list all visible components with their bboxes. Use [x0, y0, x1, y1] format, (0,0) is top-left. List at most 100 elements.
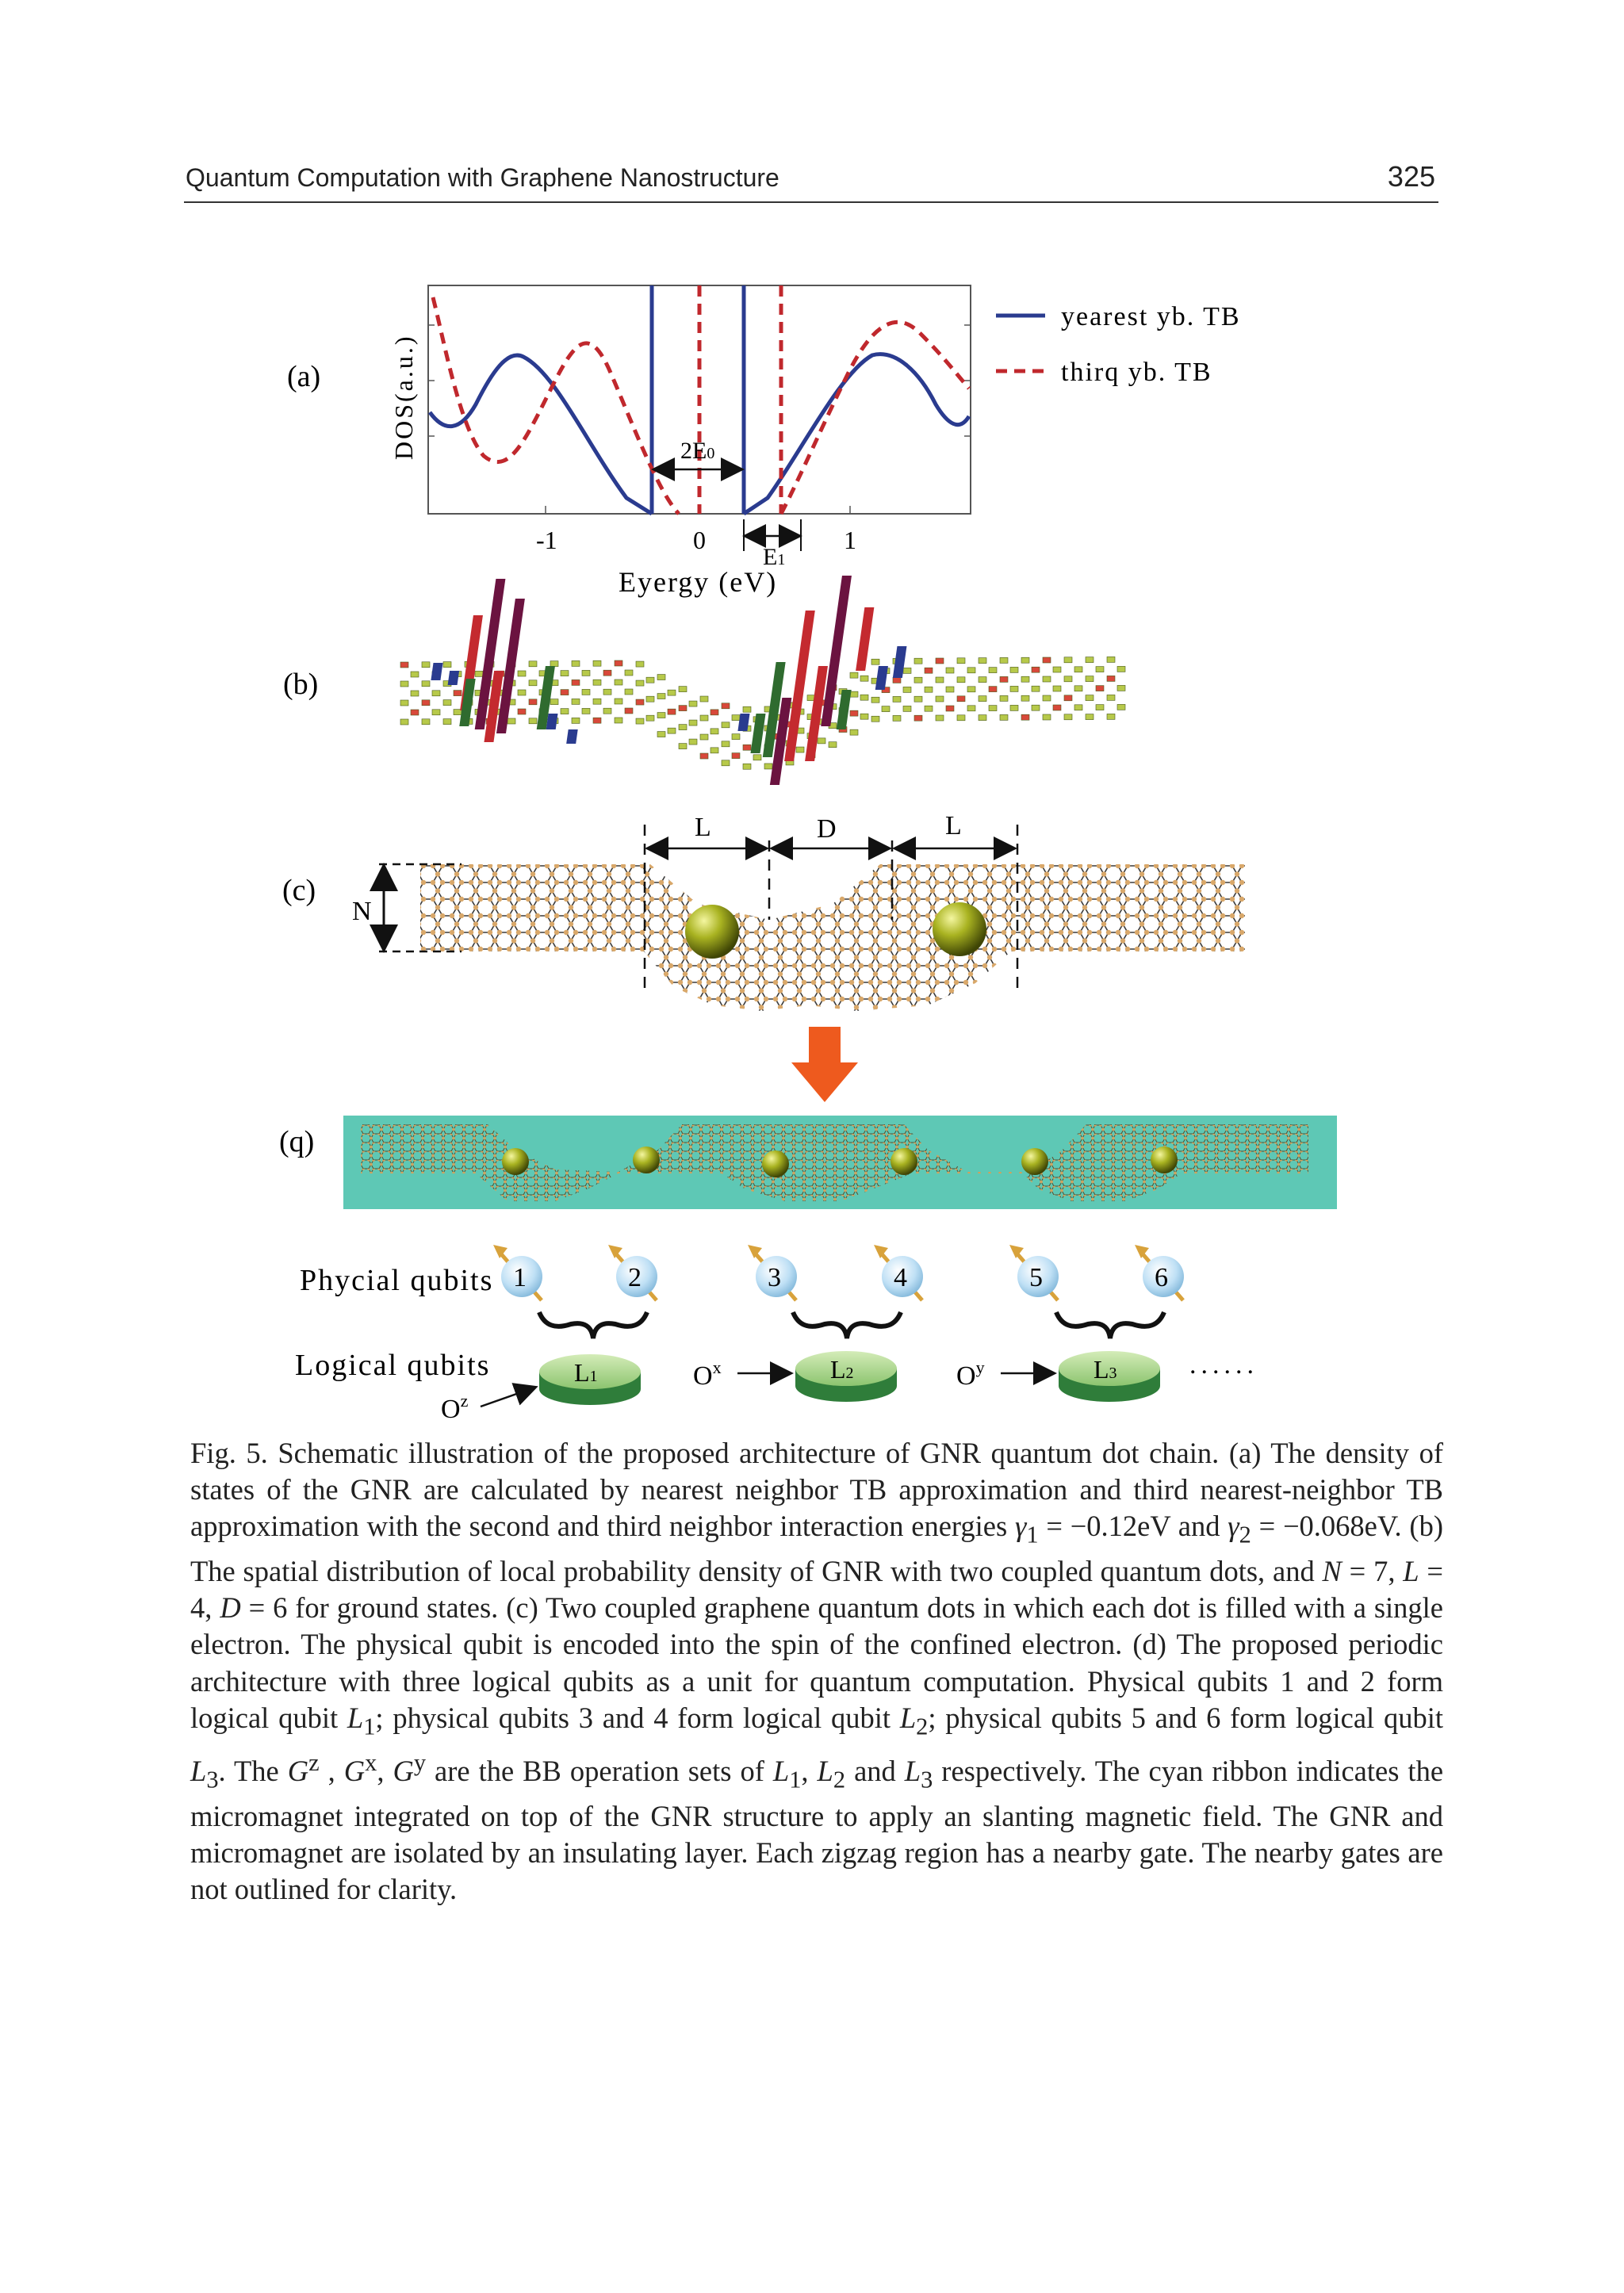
operation-z-arrow	[480, 1383, 538, 1408]
lattice-site	[667, 708, 676, 715]
gap-2e0-label: 2E0	[680, 438, 714, 464]
lattice-site	[592, 717, 602, 724]
lattice-site	[699, 733, 709, 741]
density-bar	[459, 679, 476, 726]
density-bar	[750, 714, 766, 753]
legend-label-nearest: yearest yb. TB	[1061, 302, 1241, 331]
lattice-site	[795, 746, 805, 753]
x-tick-1: 1	[844, 526, 856, 554]
lattice-site	[924, 667, 933, 674]
density-bar	[546, 714, 558, 729]
lattice-site	[892, 715, 902, 722]
lattice-site	[988, 686, 998, 692]
lattice-site	[945, 686, 955, 693]
density-bar	[496, 599, 525, 733]
page-header: Quantum Computation with Graphene Nanost…	[184, 160, 1438, 203]
lattice-site	[1052, 704, 1062, 711]
lattice-site	[1063, 714, 1073, 721]
lattice-site	[1106, 695, 1116, 701]
transition-arrow	[791, 1027, 858, 1102]
logical-qubit-1: L1	[539, 1354, 641, 1405]
density-bars	[431, 576, 907, 785]
lattice-site	[592, 660, 602, 667]
panel-label-a: (a)	[287, 360, 320, 393]
lattice-site	[902, 706, 912, 712]
dos-chart: 2E0 E1 -1 0 1 Eyergy (eV) DOS(a.u.) year…	[389, 285, 1241, 598]
lattice-site	[1042, 657, 1051, 664]
lattice-site	[635, 679, 645, 687]
electron-dot-right	[933, 902, 986, 956]
lattice-site	[1116, 704, 1126, 710]
series-third-curve	[431, 297, 971, 515]
lattice-site	[442, 661, 452, 668]
lattice-site	[453, 690, 462, 696]
chain-dot-1	[502, 1148, 529, 1175]
logical-qubit-3: L3	[1059, 1351, 1160, 1402]
chain-dot-6	[1151, 1146, 1178, 1173]
density-bar	[875, 666, 888, 690]
lattice-site	[710, 709, 719, 716]
dim-l-left-label: L	[695, 813, 711, 842]
lattice-site	[1031, 704, 1040, 711]
lattice-site	[431, 690, 441, 697]
lattice-site	[581, 708, 591, 714]
lattice-site	[431, 709, 441, 716]
probability-density-plot	[400, 576, 1126, 785]
lattice-site	[731, 714, 741, 721]
electron-dot-left	[685, 905, 739, 959]
lattice-site	[400, 718, 409, 725]
chain-dot-5	[1021, 1148, 1048, 1175]
lattice-site	[871, 658, 880, 665]
lattice-site	[571, 699, 580, 705]
dim-d-label: D	[817, 814, 837, 844]
density-bar	[892, 646, 907, 678]
lattice-site	[1052, 685, 1062, 692]
lattice-site	[528, 718, 538, 725]
operation-x: Ox	[693, 1357, 722, 1391]
lattice-site	[945, 667, 955, 674]
lattice-site	[935, 695, 944, 702]
lattice-site	[1085, 676, 1094, 682]
n-label: N	[352, 897, 372, 926]
chain-dot-2	[633, 1146, 660, 1173]
lattice-site	[1009, 686, 1019, 692]
lattice-site	[892, 696, 902, 702]
lattice-site	[400, 661, 409, 668]
lattice-site	[645, 695, 655, 702]
lattice-site	[1063, 695, 1073, 702]
lattice-site	[828, 741, 837, 748]
density-bar	[566, 729, 578, 744]
lattice-site	[817, 737, 826, 745]
lattice-site	[699, 714, 709, 722]
density-bar	[821, 576, 852, 726]
lattice-site	[1031, 666, 1040, 673]
lattice-site	[410, 690, 419, 697]
lattice-site	[1021, 657, 1030, 664]
lattice-site	[1106, 676, 1116, 682]
lattice-site	[914, 657, 923, 664]
lattice-site	[967, 705, 976, 712]
lattice-site	[592, 698, 602, 705]
lattice-site	[988, 667, 998, 673]
lattice-site	[1074, 666, 1083, 673]
lattice-site	[1074, 704, 1083, 711]
lattice-site	[400, 699, 409, 706]
physical-qubit-5: 5	[1009, 1245, 1059, 1302]
lattice-site	[550, 660, 559, 667]
lattice-site	[721, 760, 730, 767]
lattice-site	[688, 700, 698, 707]
density-bar	[431, 663, 443, 680]
lattice-site	[1052, 666, 1062, 673]
lattice-site	[571, 660, 580, 667]
physical-qubit-3: 3	[748, 1245, 798, 1302]
physical-qubit-label: 5	[1029, 1263, 1043, 1292]
lattice-site	[581, 689, 591, 695]
panel-label-d: (q)	[279, 1125, 314, 1158]
lattice-site	[507, 718, 516, 725]
lattice-site	[1106, 657, 1116, 663]
lattice-site	[892, 677, 902, 683]
logical-qubit-label: L1	[574, 1358, 598, 1387]
lattice-site	[560, 670, 569, 676]
lattice-site	[624, 688, 634, 695]
lattice-site	[688, 719, 698, 726]
